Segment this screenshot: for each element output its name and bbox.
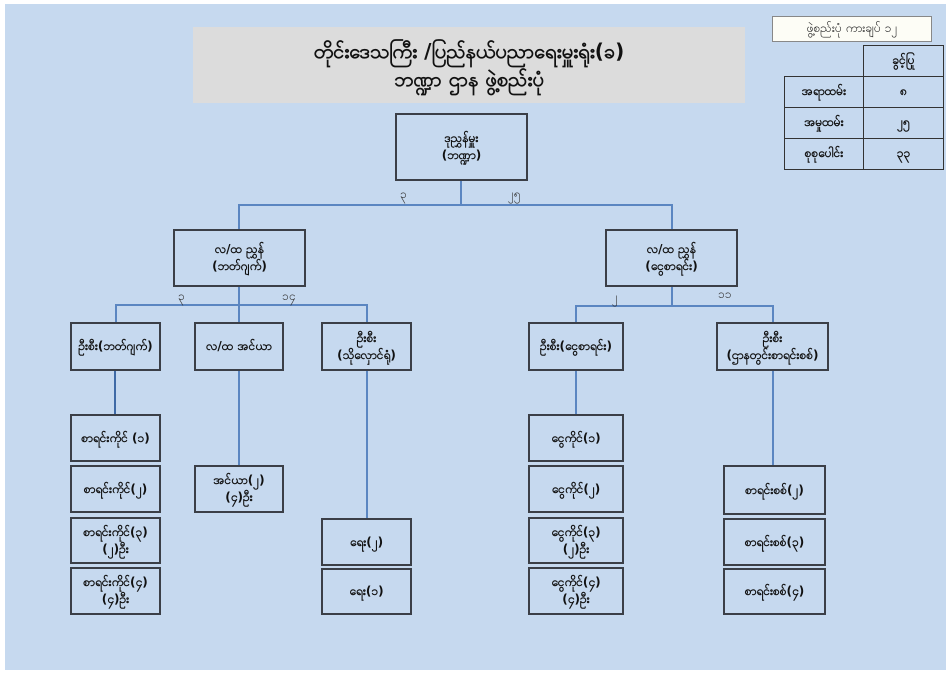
node-unit: ငွေကိုင်(၂): [528, 465, 624, 513]
connector-line: [238, 204, 673, 206]
staffing-summary-table: ခွင့်ပြု အရာထမ်း ၈ အမှုထမ်း ၂၅ စုစုပေါင်…: [784, 45, 944, 170]
node-unit: ငွေကိုင်(၃) (၂)ဦး: [528, 517, 624, 564]
connector-line: [238, 204, 240, 231]
title-line-1: တိုင်းဒေသကြီး /ပြည်နယ်ပညာရေးမှူးရုံး(ခ): [313, 39, 625, 63]
row-label-staff: အမှုထမ်း: [784, 107, 864, 139]
connector-line: [238, 304, 240, 322]
count-label: ၂: [612, 290, 618, 304]
node-unit: စာရင်းကိုင်(၃) (၂)ဦး: [70, 517, 161, 564]
chart-title: တိုင်းဒေသကြီး /ပြည်နယ်ပညာရေးမှူးရုံး(ခ) …: [193, 27, 745, 103]
node-assistant-director-budget: လ/ထ ညွှန် (ဘတ်ဂျက်): [173, 229, 306, 287]
node-section-audit: လ/ထ အင်ယာ: [194, 322, 284, 371]
row-value-staff: ၂၅: [863, 107, 944, 139]
connector-line: [671, 286, 673, 306]
connector-line: [115, 304, 368, 306]
row-label-total: စုစုပေါင်း: [784, 138, 864, 170]
row-value-total: ၃၃: [863, 138, 944, 170]
node-unit: စာရင်းစစ်(၂): [723, 465, 826, 515]
node-unit: စာရင်းကိုင် (၁): [70, 414, 161, 462]
connector-line: [238, 370, 240, 465]
connector-line: [671, 204, 673, 231]
node-deputy-director: ဒုညွှန်မှူး (ဘဏ္ဍာ): [395, 113, 528, 181]
table-row: အမှုထမ်း ၂၅: [784, 107, 944, 139]
count-label: ၁၄: [282, 289, 296, 303]
connector-line: [115, 304, 117, 322]
chart-number-caption: ဖွဲ့စည်းပုံ ကားချပ် ၁၂: [772, 16, 932, 42]
node-unit: ငွေကိုင်(၁): [528, 414, 624, 462]
connector-line: [575, 370, 577, 415]
column-header-sanctioned: ခွင့်ပြု: [863, 45, 944, 77]
node-unit: အင်ယာ(၂) (၄)ဦး: [194, 465, 284, 513]
connector-line: [238, 286, 240, 306]
count-label: ၂၅: [508, 187, 521, 201]
count-label: ၃: [400, 187, 407, 201]
row-label-officers: အရာထမ်း: [784, 76, 864, 108]
node-section-internal-audit: ဦးစီး (ဌာနတွင်းစာရင်းစစ်): [716, 322, 829, 371]
node-unit: စာရင်းစစ်(၃): [723, 518, 826, 566]
table-row: စုစုပေါင်း ၃၃: [784, 138, 944, 170]
count-label: ၁၁: [718, 287, 732, 301]
connector-line: [366, 370, 368, 518]
connector-line: [460, 180, 462, 206]
row-value-officers: ၈: [863, 76, 944, 108]
node-assistant-director-accounts: လ/ထ ညွှန် (ငွေစာရင်း): [605, 229, 738, 287]
node-unit: စာရင်းစစ်(၄): [723, 568, 826, 615]
connector-line: [772, 370, 774, 465]
title-line-2: ဘဏ္ဍာ ဌာန ဖွဲ့စည်းပုံ: [394, 67, 544, 91]
connector-line: [575, 305, 774, 307]
connector-line: [114, 370, 116, 415]
node-section-budget: ဦးစီး(ဘတ်ဂျက်): [70, 322, 161, 371]
node-unit: စာရင်းကိုင်(၂): [70, 465, 161, 513]
count-label: ၃: [178, 289, 185, 303]
connector-line: [366, 304, 368, 322]
node-unit: ငွေကိုင်(၄) (၄)ဦး: [528, 567, 624, 615]
table-row: အရာထမ်း ၈: [784, 76, 944, 108]
node-section-accounts: ဦးစီး(ငွေစာရင်း): [528, 322, 624, 371]
node-unit: စာရင်းကိုင်(၄) (၄)ဦး: [70, 567, 161, 615]
connector-line: [772, 305, 774, 322]
node-unit: ရေး(၂): [321, 518, 412, 566]
node-unit: ရေး(၁): [321, 568, 412, 615]
connector-line: [575, 305, 577, 322]
node-section-stores: ဦးစီး (သိုလှောင်ရုံ): [321, 322, 412, 371]
